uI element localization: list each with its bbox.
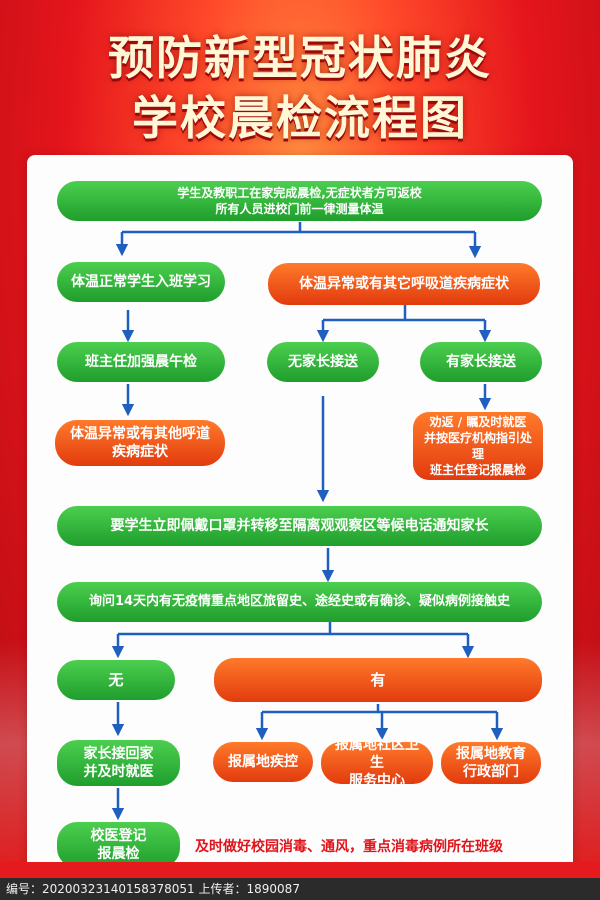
no-label: 无 (108, 671, 124, 689)
report-health-line-2: 服务中心 (349, 773, 405, 789)
school-doctor-line-2: 报晨检 (97, 846, 140, 862)
report-health-node: 报属地社区卫生 服务中心 (321, 737, 433, 789)
home-line-2: 并及时就医 (83, 764, 154, 780)
no-parent-label: 无家长接送 (288, 354, 358, 370)
disinfection-note: 及时做好校园消毒、通风，重点消毒病例所在班级 (195, 839, 503, 855)
yes-node: 有 (214, 658, 542, 702)
title-line-2: 学校晨检流程图 (132, 91, 468, 145)
abnormal2-node: 体温异常或有其他呼道 疾病症状 (55, 420, 225, 466)
abnormal-temp-label: 体温异常或有其它呼吸道疾病症状 (299, 276, 509, 292)
start-line-1: 学生及教职工在家完成晨检,无症状者方可返校 (177, 186, 422, 200)
normal-temp-node: 体温正常学生入班学习 (57, 262, 225, 302)
advice-line-3: 班主任登记报晨检 (429, 463, 526, 477)
report-edu-node: 报属地教育 行政部门 (441, 742, 541, 784)
report-cdc-node: 报属地疾控 (213, 742, 313, 782)
report-cdc-label: 报属地疾控 (228, 754, 298, 770)
has-parent-label: 有家长接送 (446, 354, 516, 370)
teacher-check-label: 班主任加强晨午检 (85, 354, 197, 370)
abnormal2-line-2: 疾病症状 (112, 444, 168, 460)
home-line-1: 家长接回家 (83, 746, 154, 762)
start-line-2: 所有人员进校门前一律测量体温 (215, 202, 384, 216)
no-node: 无 (57, 660, 175, 700)
abnormal2-line-1: 体温异常或有其他呼道 (70, 426, 210, 442)
title-line-1: 预防新型冠状肺炎 (108, 31, 492, 85)
home-node: 家长接回家 并及时就医 (57, 740, 180, 786)
inquiry-label: 询问14天内有无疫情重点地区旅留史、途经史或有确诊、疑似病例接触史 (88, 594, 511, 609)
report-edu-line-1: 报属地教育 (456, 746, 526, 762)
advice-line-1: 劝返 / 瞩及时就医 (429, 415, 527, 429)
advice-node: 劝返 / 瞩及时就医 并按医疗机构指引处理 班主任登记报晨检 (413, 412, 543, 480)
isolation-node: 要学生立即佩戴口罩并转移至隔离观观察区等候电话通知家长 (57, 506, 542, 546)
school-doctor-line-1: 校医登记 (90, 828, 147, 844)
yes-label: 有 (370, 671, 386, 689)
no-parent-node: 无家长接送 (267, 342, 379, 382)
footer-watermark-bar: 编号：20200323140158378051 上传者：1890087 (0, 878, 600, 900)
report-edu-line-2: 行政部门 (463, 764, 519, 780)
has-parent-node: 有家长接送 (420, 342, 542, 382)
teacher-check-node: 班主任加强晨午检 (57, 342, 225, 382)
advice-line-2: 并按医疗机构指引处理 (423, 431, 532, 461)
start-node: 学生及教职工在家完成晨检,无症状者方可返校 所有人员进校门前一律测量体温 (57, 181, 542, 221)
report-health-line-1: 报属地社区卫生 (335, 737, 419, 771)
isolation-label: 要学生立即佩戴口罩并转移至隔离观观察区等候电话通知家长 (110, 518, 489, 534)
school-doctor-node: 校医登记 报晨检 (57, 822, 180, 868)
normal-temp-label: 体温正常学生入班学习 (71, 274, 211, 290)
abnormal-temp-node: 体温异常或有其它呼吸道疾病症状 (268, 263, 540, 305)
inquiry-node: 询问14天内有无疫情重点地区旅留史、途经史或有确诊、疑似病例接触史 (57, 582, 542, 622)
